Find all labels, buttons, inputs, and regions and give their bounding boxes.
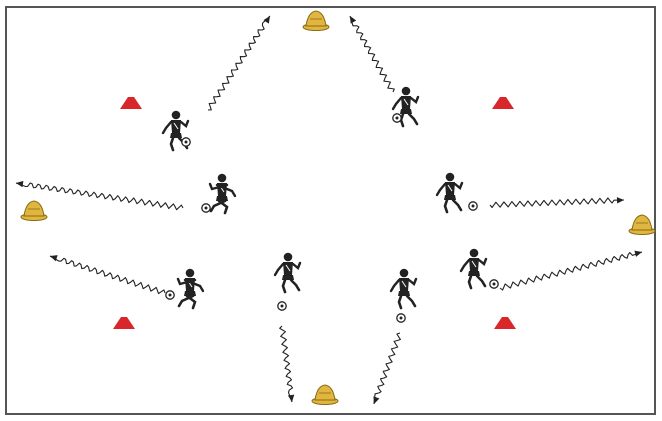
dribble-path bbox=[15, 180, 184, 211]
dribble-path bbox=[373, 332, 401, 405]
player-icon bbox=[161, 110, 191, 152]
player-icon bbox=[389, 268, 418, 323]
arrowhead-icon bbox=[263, 16, 270, 24]
arrowhead-icon bbox=[287, 394, 295, 402]
player-icon bbox=[459, 248, 499, 290]
player-icon bbox=[165, 268, 205, 310]
red-cone-icon bbox=[494, 317, 516, 329]
dribble-paths bbox=[15, 15, 643, 405]
ball-icon bbox=[181, 137, 191, 147]
player-icon bbox=[201, 173, 237, 215]
yellow-cone-icon bbox=[20, 200, 48, 221]
ball-icon bbox=[392, 113, 402, 123]
ball-icon bbox=[396, 313, 406, 323]
arrowhead-icon bbox=[634, 250, 642, 257]
dribble-path bbox=[349, 15, 395, 93]
arrowhead-icon bbox=[16, 180, 24, 188]
arrowhead-icon bbox=[350, 16, 357, 24]
dribble-path bbox=[279, 325, 295, 403]
dribble-path bbox=[499, 250, 643, 291]
ball-icon bbox=[468, 201, 478, 211]
red-cone-icon bbox=[113, 317, 135, 329]
dribble-path bbox=[489, 197, 625, 209]
yellow-cone-icon bbox=[628, 214, 656, 235]
ball-icon bbox=[277, 301, 287, 311]
dribble-path bbox=[207, 15, 271, 111]
red-cone-icon bbox=[120, 97, 142, 109]
ball-icon bbox=[489, 279, 499, 289]
arrowhead-icon bbox=[616, 197, 624, 204]
player-icon bbox=[391, 86, 420, 128]
yellow-cone-icon bbox=[302, 10, 330, 31]
red-cone-icon bbox=[492, 97, 514, 109]
player-icon bbox=[273, 252, 302, 311]
arrowhead-icon bbox=[50, 255, 58, 262]
players bbox=[161, 86, 499, 323]
yellow-cone-icon bbox=[311, 384, 339, 405]
ball-icon bbox=[165, 290, 175, 300]
dribble-path bbox=[49, 255, 166, 295]
ball-icon bbox=[201, 203, 211, 213]
cones bbox=[20, 10, 656, 405]
arrowhead-icon bbox=[373, 396, 380, 404]
player-icon bbox=[435, 172, 478, 214]
pitch-border bbox=[5, 6, 656, 415]
